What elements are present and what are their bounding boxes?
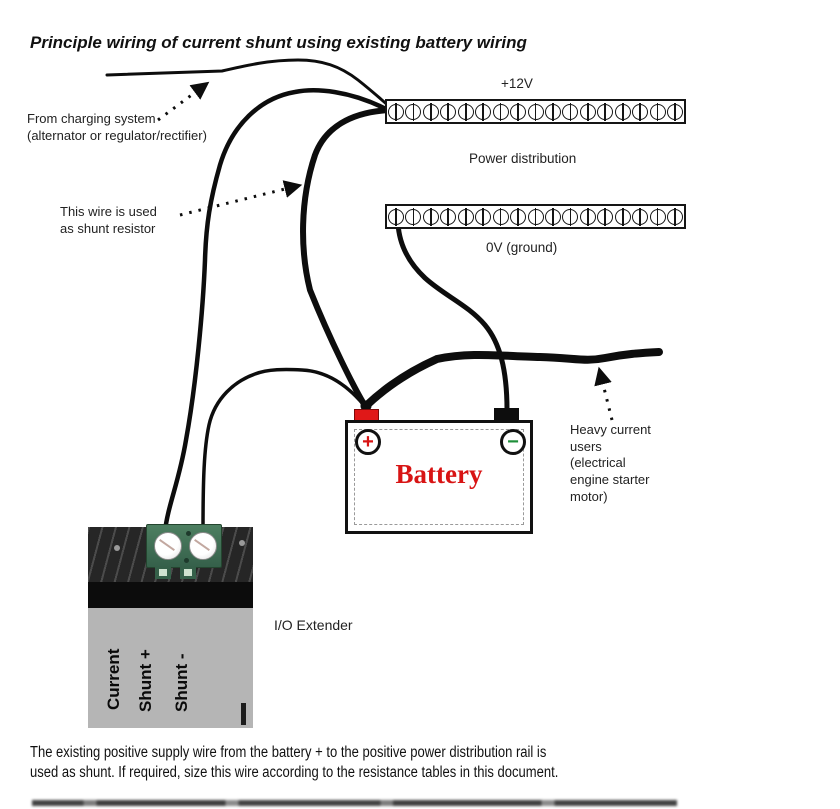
screw-terminal (457, 102, 474, 121)
shunt-pointer-arrow (179, 180, 303, 217)
screw-terminal (440, 207, 457, 226)
screw-terminal (649, 207, 666, 226)
screw-terminal (562, 207, 579, 226)
pcb-hole (114, 545, 120, 551)
screw-terminal (510, 207, 527, 226)
block-leg (180, 566, 196, 579)
shunt-resistor-note: This wire is used as shunt resistor (60, 204, 157, 236)
screw-terminal (544, 102, 561, 121)
screw-terminal (457, 207, 474, 226)
pcb-hole (239, 540, 245, 546)
screw-terminal (492, 102, 509, 121)
screw-terminal (422, 207, 439, 226)
screw-terminal (579, 207, 596, 226)
screw-terminal (544, 207, 561, 226)
screw-terminal (614, 207, 631, 226)
charging-system-label: From charging system (alternator or regu… (27, 111, 207, 143)
power-distribution-label: Power distribution (469, 151, 577, 166)
screw-terminal (667, 207, 683, 226)
cutoff-text-smudge (32, 800, 677, 806)
photo-gray-area (88, 608, 253, 728)
charging-wire (105, 58, 393, 110)
ground-label: 0V (ground) (486, 240, 558, 255)
block-leg (155, 566, 171, 579)
block-hole (186, 531, 191, 536)
screw-terminal (388, 207, 404, 226)
screw-terminal (388, 102, 404, 121)
screw-terminal (405, 207, 422, 226)
heavy-current-wire (363, 348, 663, 409)
footer-note: The existing positive supply wire from t… (30, 744, 559, 782)
shunt-minus-screw (189, 532, 217, 560)
pin-label-current: Current (104, 648, 123, 710)
screw-terminal (667, 102, 683, 121)
plus12v-label: +12V (501, 76, 533, 91)
pin-label-shunt-plus: Shunt + (136, 649, 155, 712)
minus-pole-icon: − (500, 429, 526, 455)
battery: + − Battery (345, 420, 533, 534)
plus-pole-icon: + (355, 429, 381, 455)
screw-terminal (632, 102, 649, 121)
screw-terminal (422, 102, 439, 121)
io-extender-label: I/O Extender (274, 617, 353, 633)
pcb-edge-band (88, 582, 253, 608)
minus-sign: − (507, 430, 519, 453)
screw-terminal (597, 207, 614, 226)
shunt-wire (300, 107, 393, 412)
screw-terminal (614, 102, 631, 121)
battery-inner-outline (354, 429, 524, 525)
screw-terminal (492, 207, 509, 226)
screw-terminal (510, 102, 527, 121)
heavy-users-pointer-arrow (594, 366, 614, 421)
screw-terminal (597, 102, 614, 121)
block-hole (184, 558, 189, 563)
screw-terminal (562, 102, 579, 121)
screw-terminal (475, 102, 492, 121)
screw-terminal (579, 102, 596, 121)
page-title: Principle wiring of current shunt using … (30, 33, 527, 52)
heavy-users-label: Heavy current users (electrical engine s… (570, 422, 651, 504)
sense-wire-battery (201, 367, 365, 533)
pin-label-shunt-minus: Shunt - (172, 653, 191, 712)
screw-terminal (632, 207, 649, 226)
power-rail-0v (385, 204, 686, 229)
battery-minus-terminal (494, 408, 519, 422)
power-rail-12v (385, 99, 686, 124)
screw-terminal (527, 207, 544, 226)
plus-sign: + (362, 430, 374, 453)
photo-artifact (241, 703, 246, 725)
shunt-plus-screw (154, 532, 182, 560)
screw-terminal (475, 207, 492, 226)
battery-label: Battery (395, 459, 483, 489)
screw-terminal (440, 102, 457, 121)
io-extender-photo: Current Shunt + Shunt - (88, 522, 253, 728)
screw-terminal (649, 102, 666, 121)
screw-terminal (527, 102, 544, 121)
screw-terminal (405, 102, 422, 121)
